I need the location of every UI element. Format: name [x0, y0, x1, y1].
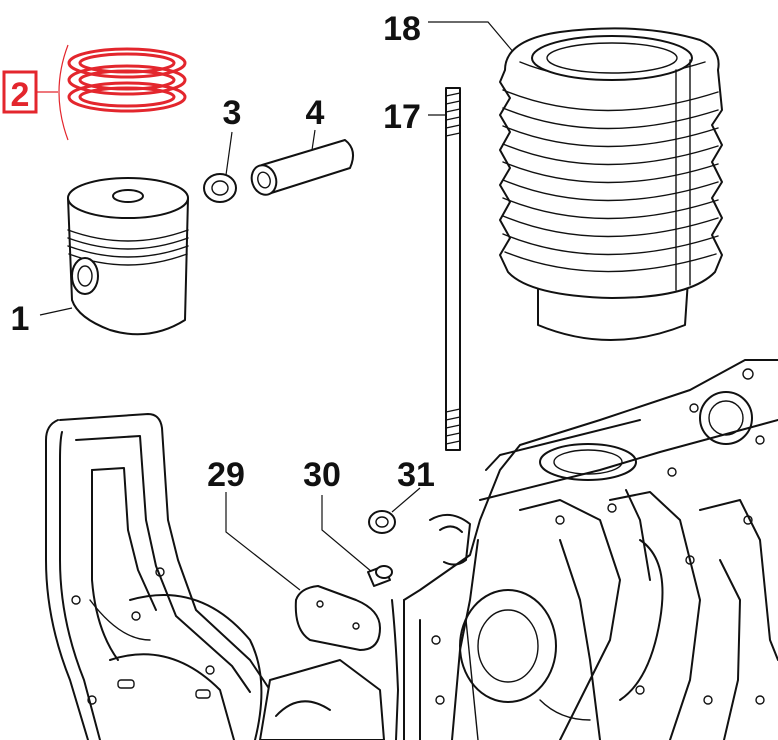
- label-part-31[interactable]: 31: [397, 456, 435, 494]
- label-part-17[interactable]: 17: [383, 98, 421, 136]
- plate-part[interactable]: [225, 492, 381, 651]
- timing-cover-part: [45, 413, 385, 740]
- circlip-part[interactable]: [203, 131, 237, 203]
- stud-bolt-part[interactable]: [428, 87, 461, 451]
- label-part-18[interactable]: 18: [383, 10, 421, 48]
- label-part-29[interactable]: 29: [207, 456, 245, 494]
- piston-part[interactable]: [39, 177, 189, 336]
- screw-part[interactable]: [321, 495, 393, 587]
- piston-rings-part[interactable]: [36, 44, 187, 141]
- highlight-box-part-2: [2, 70, 38, 114]
- piston-pin-part[interactable]: [248, 129, 355, 198]
- label-part-3[interactable]: 3: [223, 94, 242, 132]
- reference-labels: 2 1 3 4 17 18 29 30 31: [2, 10, 435, 494]
- washer-part[interactable]: [368, 487, 421, 534]
- label-part-30[interactable]: 30: [303, 456, 341, 494]
- label-part-4[interactable]: 4: [306, 94, 325, 132]
- label-part-1[interactable]: 1: [11, 300, 30, 338]
- cylinder-barrel-part[interactable]: [428, 21, 723, 341]
- crankcase-part: [391, 359, 778, 740]
- label-part-2[interactable]: 2: [11, 76, 30, 114]
